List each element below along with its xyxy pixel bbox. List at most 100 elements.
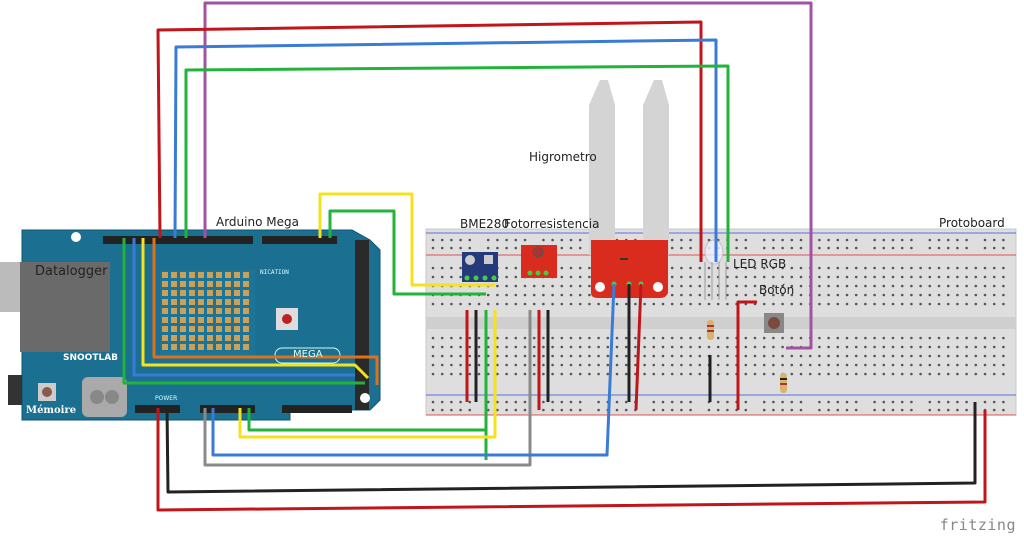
hole: [992, 238, 996, 242]
hole: [542, 284, 545, 288]
hole: [873, 284, 876, 288]
hole: [910, 302, 913, 306]
hole: [928, 284, 932, 288]
wire-blue: [211, 283, 616, 457]
hole: [762, 246, 766, 250]
proto-pad: [171, 290, 177, 296]
hole: [799, 400, 803, 404]
hole: [864, 275, 867, 279]
hole: [670, 363, 674, 367]
hole: [762, 354, 766, 358]
hole: [670, 302, 674, 306]
hole: [974, 336, 978, 340]
hole: [440, 354, 444, 358]
proto-pad: [180, 344, 186, 350]
hole: [744, 372, 748, 376]
hole: [827, 284, 830, 288]
hole: [431, 372, 435, 376]
hole: [560, 372, 564, 376]
hole: [873, 302, 876, 306]
hole: [772, 372, 775, 376]
hole: [808, 363, 812, 367]
hole: [505, 284, 508, 288]
hole: [514, 284, 518, 288]
rgb-led: [704, 239, 727, 300]
hole: [790, 293, 794, 297]
hole: [551, 400, 554, 404]
hole: [652, 345, 656, 349]
hole: [459, 408, 462, 412]
hole: [615, 345, 619, 349]
hole: [1002, 246, 1005, 250]
hole: [799, 266, 803, 270]
hole: [661, 302, 665, 306]
hole: [551, 354, 554, 358]
hole: [707, 266, 711, 270]
hole: [891, 246, 895, 250]
wire-black: [165, 402, 977, 494]
hole: [652, 336, 656, 340]
hole: [698, 275, 702, 279]
hole: [744, 408, 748, 412]
proto-pad: [162, 344, 168, 350]
proto-pad: [189, 281, 195, 287]
hole: [624, 345, 628, 349]
hole: [864, 372, 867, 376]
shield-model: Mémoire: [26, 405, 77, 416]
hole: [514, 246, 518, 250]
hole: [615, 408, 619, 412]
hole: [891, 400, 895, 404]
hole: [560, 302, 564, 306]
proto-pad: [243, 335, 249, 341]
hole: [974, 354, 978, 358]
hole: [919, 363, 922, 367]
hole: [578, 293, 582, 297]
hole: [956, 238, 959, 242]
hole: [689, 302, 692, 306]
hole: [762, 266, 766, 270]
wire-yellow: [238, 310, 497, 439]
hole: [560, 400, 564, 404]
hole: [523, 302, 527, 306]
hole: [772, 345, 775, 349]
hole: [578, 345, 582, 349]
wire-red: [736, 300, 757, 410]
hole: [569, 302, 573, 306]
proto-pad: [216, 290, 222, 296]
hole: [670, 246, 674, 250]
hole: [440, 302, 444, 306]
hole: [937, 345, 941, 349]
hole: [670, 284, 674, 288]
proto-pad: [225, 308, 231, 314]
hole: [578, 336, 582, 340]
hole: [496, 372, 499, 376]
hole: [569, 336, 573, 340]
hole: [450, 345, 453, 349]
hole: [431, 400, 435, 404]
hole: [854, 354, 858, 358]
hole: [992, 336, 996, 340]
hole: [569, 345, 573, 349]
hole: [808, 372, 812, 376]
hole: [726, 408, 729, 412]
hole: [818, 293, 821, 297]
hole: [532, 302, 536, 306]
hole: [440, 246, 444, 250]
hole: [827, 354, 830, 358]
wire-green: [328, 209, 486, 296]
hole: [836, 293, 840, 297]
hole: [854, 275, 858, 279]
hole: [753, 266, 757, 270]
hole: [928, 372, 932, 376]
hole: [910, 266, 913, 270]
hole: [864, 354, 867, 358]
hole: [983, 302, 987, 306]
hole: [624, 400, 628, 404]
hole: [882, 400, 886, 404]
hole: [827, 372, 830, 376]
hole: [726, 336, 729, 340]
hole: [873, 354, 876, 358]
hole: [707, 284, 711, 288]
hole: [496, 408, 499, 412]
hole: [551, 345, 554, 349]
